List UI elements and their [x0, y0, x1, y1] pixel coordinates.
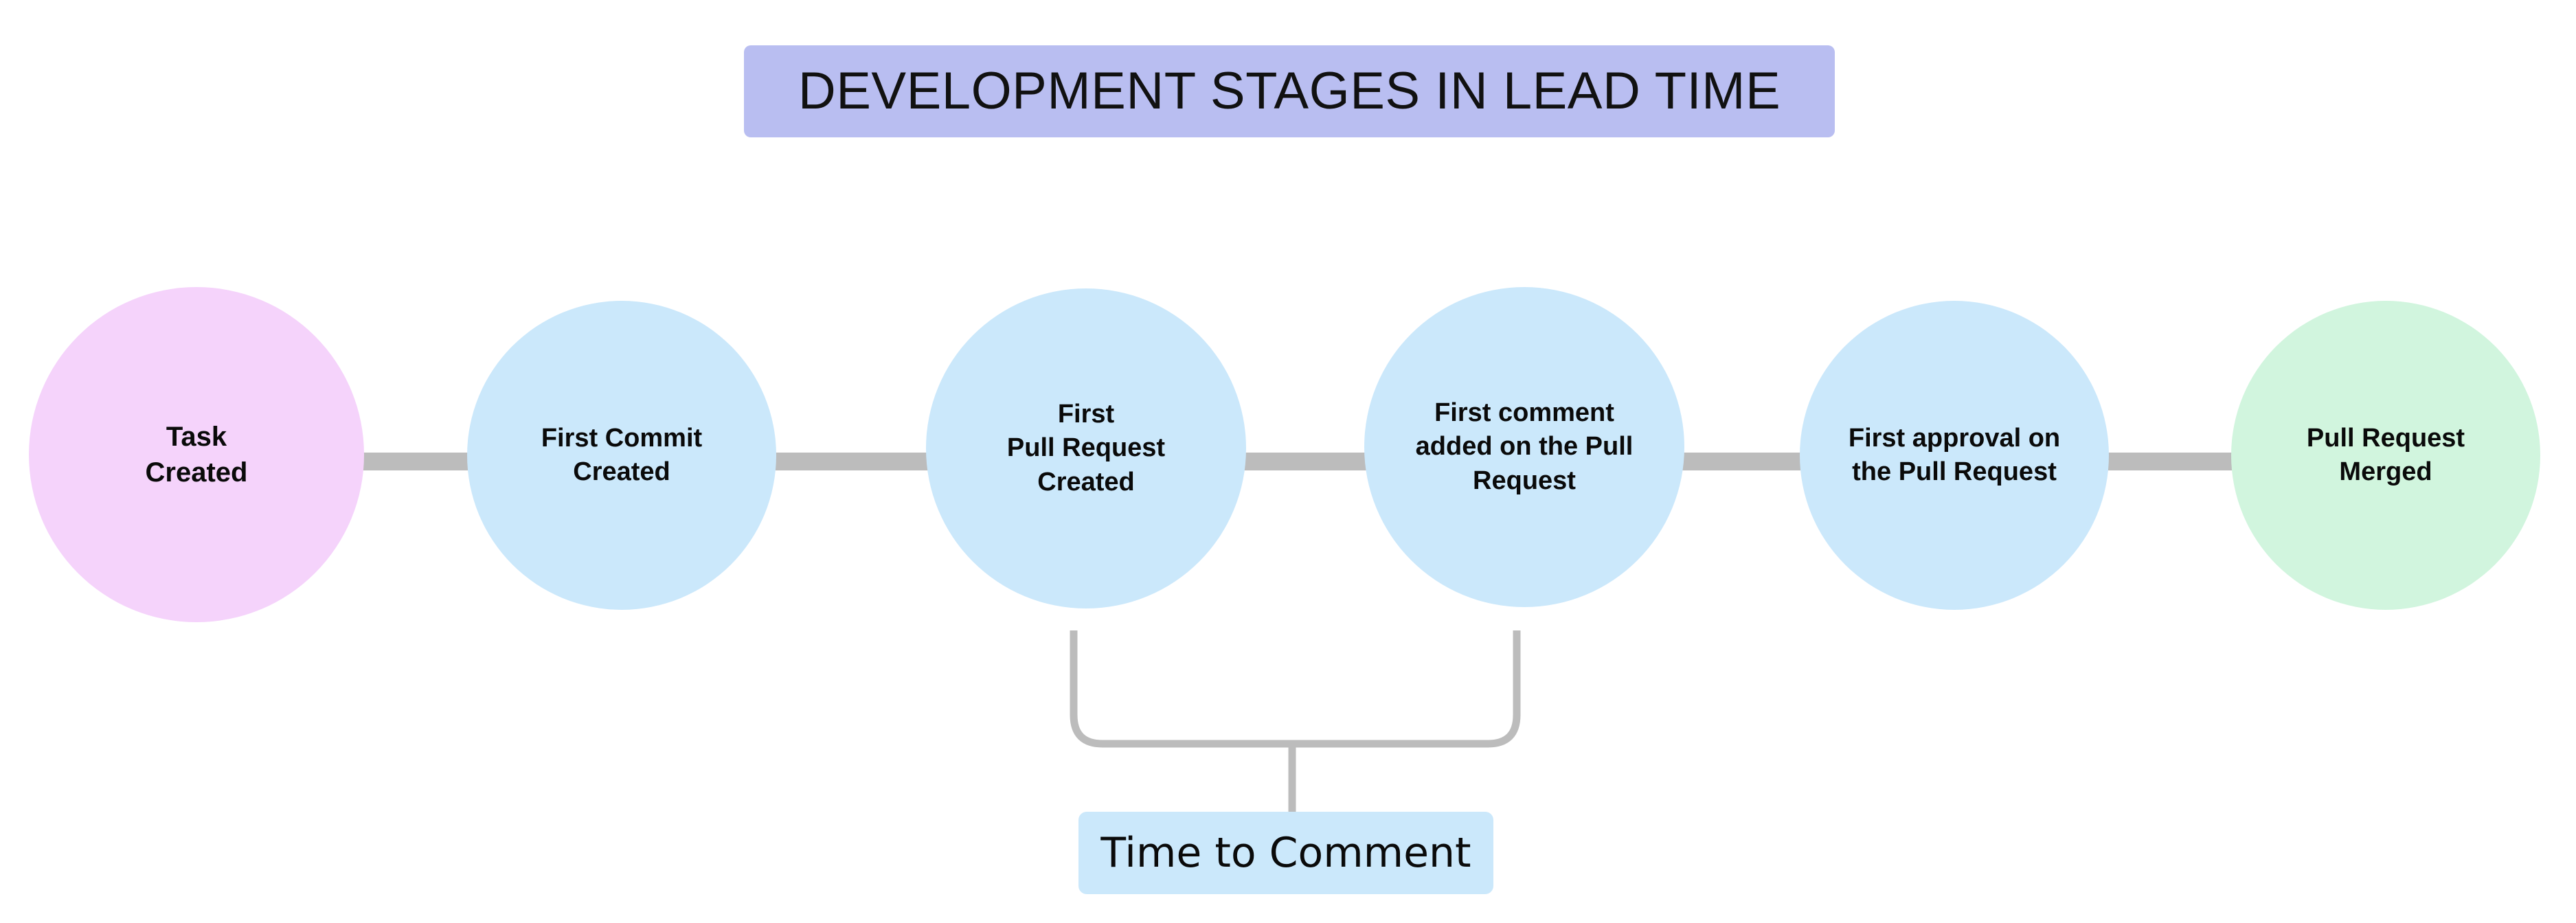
page-title-banner: DEVELOPMENT STAGES IN LEAD TIME	[744, 45, 1835, 137]
stage-node-label: First approval on the Pull Request	[1848, 423, 2061, 486]
stage-node-task-created[interactable]: Task Created	[29, 287, 364, 622]
stage-node-first-commit-created[interactable]: First Commit Created	[467, 301, 776, 610]
stage-node-label: First comment added on the Pull Request	[1415, 398, 1634, 495]
stage-node-label: First Commit Created	[541, 423, 703, 486]
bracket-path	[1070, 630, 1521, 748]
time-to-comment-bracket	[1070, 630, 1521, 813]
metric-callout-time-to-comment[interactable]: Time to Comment	[1078, 812, 1493, 894]
stage-node-label: Task Created	[145, 422, 248, 488]
stage-node-first-pull-request-created[interactable]: First Pull Request Created	[926, 288, 1246, 608]
stage-node-label: Pull Request Merged	[2306, 423, 2465, 486]
stage-node-pull-request-merged[interactable]: Pull Request Merged	[2231, 301, 2540, 610]
stage-node-first-comment-on-pull-request[interactable]: First comment added on the Pull Request	[1364, 287, 1684, 607]
page-title: DEVELOPMENT STAGES IN LEAD TIME	[798, 62, 1781, 120]
metric-callout-label: Time to Comment	[1100, 829, 1471, 877]
stage-node-label: First Pull Request Created	[1006, 399, 1166, 497]
stage-node-first-approval-on-pull-request[interactable]: First approval on the Pull Request	[1800, 301, 2109, 610]
